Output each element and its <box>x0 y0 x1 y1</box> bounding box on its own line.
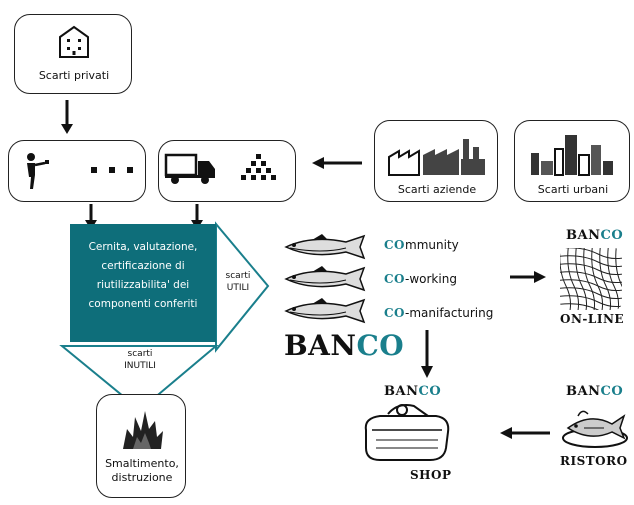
shop-brand: BANCO <box>384 384 441 399</box>
city-icon <box>531 135 613 176</box>
disposal-line-1: Smaltimento, <box>105 457 179 470</box>
ristoro-brand: BANCO <box>566 384 623 399</box>
useful-label-line-1: scarti <box>225 271 251 281</box>
community-item-1: COmmunity <box>384 238 459 252</box>
person-dropping-icon <box>27 153 49 189</box>
useful-label-line-2: UTILI <box>226 283 250 293</box>
arrow-companies-left <box>312 157 362 169</box>
fish-plate-icon <box>562 410 628 448</box>
material-pile-icon <box>241 154 276 180</box>
transport-box <box>158 140 296 202</box>
ristoro-label: RISTORO <box>560 454 628 468</box>
house-icon <box>59 25 89 58</box>
process-line-1: Cernita, valutazione, <box>88 241 198 253</box>
online-brand-a: BAN <box>566 228 601 243</box>
online-label: ON-LINE <box>560 312 625 326</box>
useless-label-line-1: scarti <box>127 349 153 359</box>
disposal-box: Smaltimento, distruzione <box>96 394 186 498</box>
urban-waste-box: Scarti urbani <box>514 120 630 202</box>
banco-brand-main: BANCO <box>284 330 404 362</box>
useless-waste-label: scarti INUTILI <box>110 348 170 372</box>
private-waste-box: Scarti privati <box>14 14 132 94</box>
shop-brand-a: BAN <box>384 384 419 399</box>
online-brand-b: CO <box>600 228 624 243</box>
process-line-2: certificazione di <box>101 260 185 272</box>
fish-icon-2 <box>284 266 366 292</box>
process-box: Cernita, valutazione, certificazione di … <box>70 224 216 342</box>
banco-main-b: CO <box>356 329 405 362</box>
net-icon <box>560 248 622 310</box>
useless-label-line-2: INUTILI <box>124 361 156 371</box>
process-line-4: componenti conferiti <box>88 298 198 310</box>
factory-icon <box>388 139 485 176</box>
fire-icon <box>123 411 163 449</box>
arrow-to-shop <box>421 330 433 378</box>
truck-icon <box>164 153 215 184</box>
company-waste-box: Scarti aziende <box>374 120 498 202</box>
useful-waste-label: scarti UTILI <box>216 270 260 294</box>
community-rest-2: -working <box>405 272 457 286</box>
arrow-ristoro-to-shop <box>500 427 550 439</box>
community-rest-3: -manifacturing <box>405 306 494 320</box>
ristoro-brand-a: BAN <box>566 384 601 399</box>
sardine-can-icon <box>364 404 450 461</box>
private-waste-label: Scarti privati <box>38 69 110 82</box>
co-prefix-2: CO <box>384 272 406 286</box>
fish-icon-3 <box>284 298 366 324</box>
collection-box <box>8 140 146 202</box>
disposal-line-2: distruzione <box>111 471 173 484</box>
online-brand: BANCO <box>566 228 623 243</box>
process-line-3: riutilizzabilita' dei <box>96 279 190 291</box>
disposal-label: Smaltimento, distruzione <box>97 457 187 485</box>
banco-main-a: BAN <box>284 329 357 362</box>
company-waste-label: Scarti aziende <box>397 183 477 196</box>
co-prefix-3: CO <box>384 306 406 320</box>
fish-icon-1 <box>284 234 366 260</box>
co-prefix-1: CO <box>384 238 406 252</box>
shop-brand-b: CO <box>418 384 442 399</box>
community-rest-1: mmunity <box>405 238 459 252</box>
process-outline <box>59 221 270 412</box>
arrow-private-down <box>61 100 73 134</box>
ristoro-brand-b: CO <box>600 384 624 399</box>
community-item-2: CO-working <box>384 272 457 286</box>
arrow-to-online <box>510 271 546 283</box>
community-item-3: CO-manifacturing <box>384 306 493 320</box>
dots-icon <box>91 167 133 173</box>
urban-waste-label: Scarti urbani <box>537 183 609 196</box>
shop-label: SHOP <box>410 468 452 482</box>
